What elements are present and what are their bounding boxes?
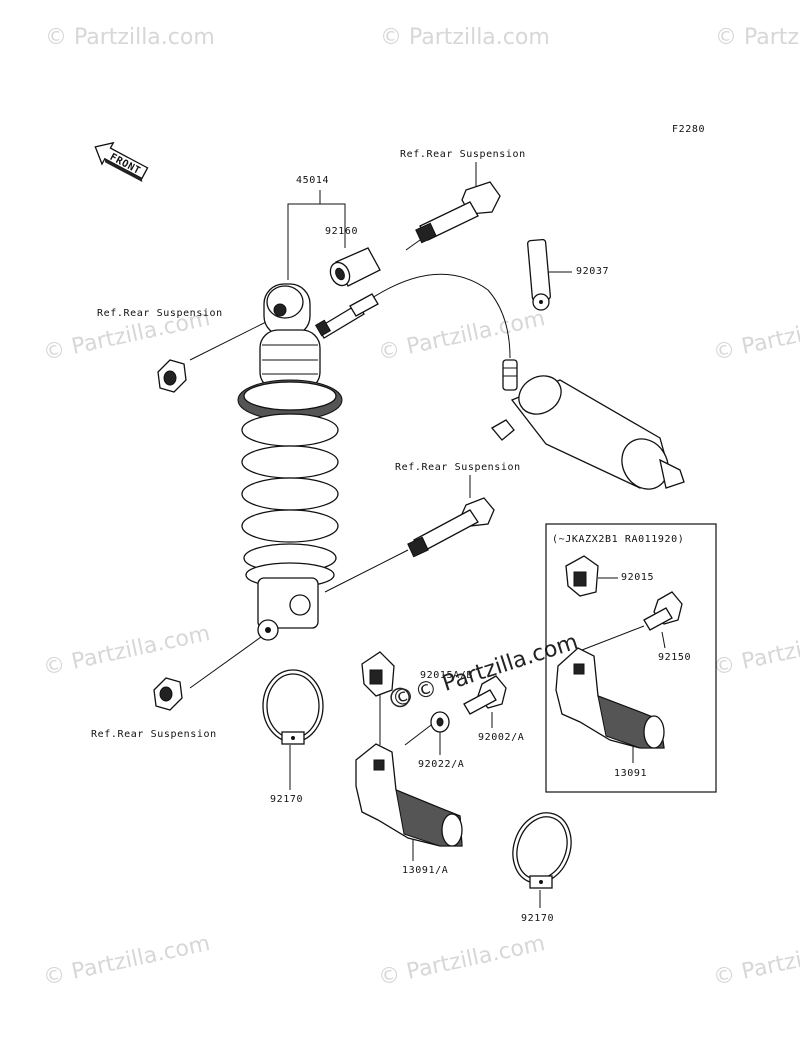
figure-code: F2280: [672, 124, 705, 135]
part-label-92015: 92015: [621, 572, 654, 583]
part-label-13091a: 13091/A: [402, 865, 448, 876]
variant-box: (~JKAZX2B1 RA011920): [545, 523, 717, 793]
watermark: © Partzilla.com: [711, 621, 800, 681]
variant-box-label: (~JKAZX2B1 RA011920): [552, 534, 684, 545]
watermark: © Partzilla.com: [41, 931, 212, 991]
reservoir-tank: [491, 359, 685, 490]
strap-92037: [527, 238, 551, 311]
part-label-92002a: 92002/A: [478, 732, 524, 743]
part-label-92170-bottom: 92170: [521, 913, 554, 924]
watermark: © Partzilla.com: [715, 25, 800, 50]
watermark: © Partzilla.com: [711, 306, 800, 366]
clamp-92170-bottom: [512, 812, 572, 889]
ref-label-left-upper: Ref.Rear Suspension: [97, 308, 223, 319]
watermark: © Partzilla.com: [376, 306, 547, 366]
part-label-45014: 45014: [296, 175, 329, 186]
bolt-92002a: [463, 675, 507, 715]
part-label-92015ab: 92015A/B: [420, 670, 473, 681]
ref-label-top: Ref.Rear Suspension: [400, 149, 526, 160]
part-label-13091: 13091: [614, 768, 647, 779]
clamp-92170-left: [262, 669, 324, 745]
leader-lines: [189, 162, 666, 908]
washer-92022a: [430, 711, 450, 733]
part-label-92170-left: 92170: [270, 794, 303, 805]
watermark: © Partzilla.com: [45, 25, 215, 50]
watermarks: © Partzilla.com © Partzilla.com © Partzi…: [41, 25, 800, 991]
watermark: © Partzilla.com: [380, 25, 550, 50]
watermark: © Partzilla.com: [711, 931, 800, 991]
part-label-92150: 92150: [658, 652, 691, 663]
lower-mount-bolt: [407, 497, 495, 558]
part-label-92037: 92037: [576, 266, 609, 277]
shock-absorber-45014: [237, 283, 379, 641]
ref-label-mid: Ref.Rear Suspension: [395, 462, 521, 473]
guard-13091a: [355, 743, 463, 847]
collar-92160: [329, 247, 381, 287]
ref-label-left-lower: Ref.Rear Suspension: [91, 729, 217, 740]
upper-nut: [157, 359, 187, 393]
front-arrow-icon: FRONT: [94, 141, 149, 183]
lower-nut: [153, 677, 183, 711]
upper-mount-bolt: [405, 181, 501, 251]
watermark: © Partzilla.com: [376, 931, 547, 991]
clip-92015ab: [361, 651, 395, 697]
part-label-92160: 92160: [325, 226, 358, 237]
part-label-92022a: 92022/A: [418, 759, 464, 770]
watermark: © Partzilla.com: [41, 621, 212, 681]
